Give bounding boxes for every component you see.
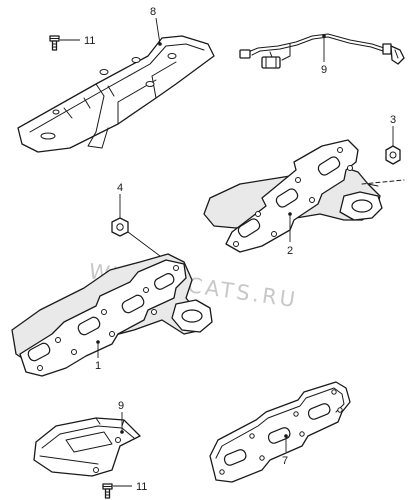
callout-3: 3	[390, 114, 396, 146]
callout-11-lower: 11	[113, 481, 147, 493]
callout-4: 4	[117, 182, 123, 218]
oxygen-sensor	[239, 33, 405, 69]
callout-7: 7	[282, 434, 288, 467]
callout-label: 11	[84, 35, 95, 47]
heat-shield-bolt-upper	[49, 35, 60, 51]
callout-label: 7	[282, 455, 288, 467]
callout-11-upper: 11	[60, 35, 95, 47]
callout-label: 2	[287, 245, 293, 257]
callout-label: 3	[390, 114, 396, 126]
heat-shield-bolt-lower	[102, 483, 113, 499]
heat-shield-large	[17, 35, 215, 153]
leader-4-to-manifold	[127, 231, 161, 257]
callout-1: 1	[95, 340, 101, 372]
callout-8: 9	[321, 34, 327, 76]
callout-label: 9	[118, 400, 124, 412]
callout-label: 9	[321, 64, 327, 76]
manifold-nut-front	[111, 217, 129, 237]
callout-2: 2	[287, 212, 293, 257]
manifold-gasket	[209, 381, 351, 483]
callout-label: 8	[150, 6, 156, 18]
manifold-nut-rear	[385, 145, 401, 165]
callout-10: 8	[150, 6, 162, 46]
callout-label: 4	[117, 182, 123, 194]
callout-label: 11	[136, 481, 147, 493]
callout-label: 1	[95, 360, 101, 372]
heat-shield-small	[33, 417, 141, 477]
callout-9: 9	[118, 400, 124, 434]
exhaust-manifold-rear	[203, 139, 405, 253]
exhaust-manifold-front	[11, 253, 213, 377]
